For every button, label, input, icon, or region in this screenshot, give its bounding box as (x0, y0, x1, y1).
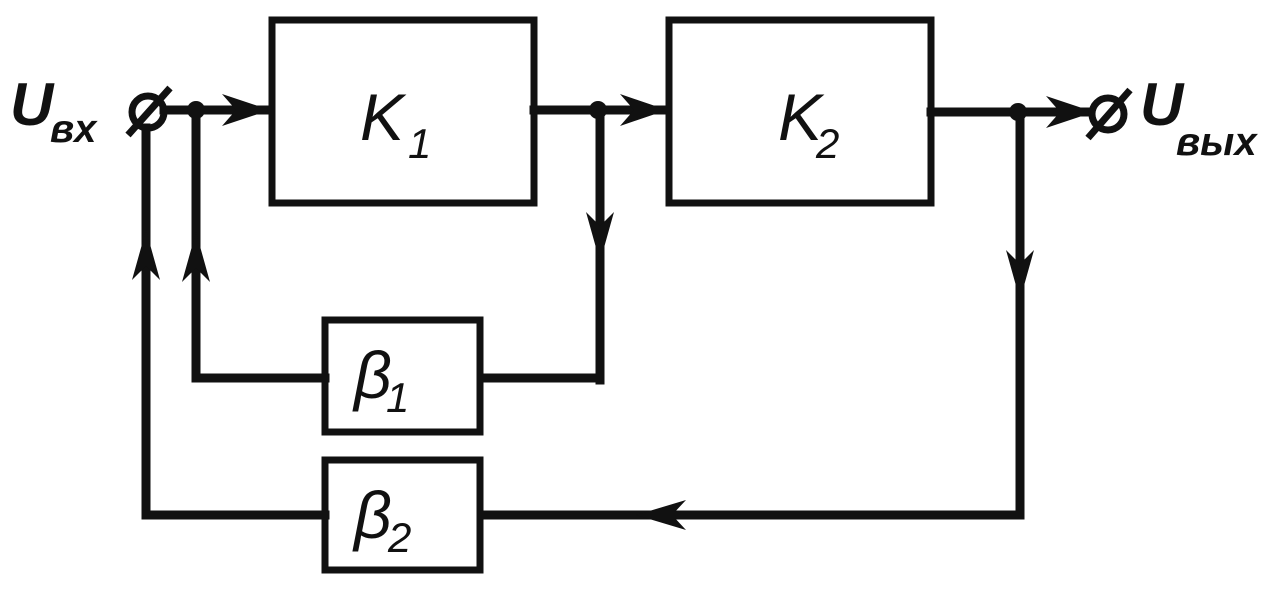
arrow-into-k2 (620, 94, 667, 126)
output-label: U (1140, 71, 1185, 138)
arrow-down-beta1 (586, 212, 614, 262)
block-k2-label: K (778, 80, 825, 154)
arrow-down-beta2 (1006, 250, 1034, 300)
block-beta2-label: β (352, 478, 392, 552)
block-k1-label: K (360, 80, 407, 154)
output-terminal (1085, 87, 1133, 141)
block-beta1-subscript: 1 (386, 374, 409, 421)
block-k1-subscript: 1 (408, 120, 431, 167)
block-k1 (268, 16, 538, 207)
block-k2-subscript: 2 (815, 120, 839, 167)
block-beta1-label: β (352, 338, 392, 412)
arrow-up-beta1 (182, 232, 210, 282)
input-label-subscript: вх (50, 107, 98, 151)
arrow-up-beta2 (132, 230, 160, 280)
input-label: U (10, 71, 55, 138)
output-label-subscript: вых (1176, 120, 1258, 164)
block-beta2 (321, 456, 484, 574)
arrow-to-output (1046, 96, 1094, 128)
arrow-left-beta2 (636, 500, 686, 530)
arrow-into-k1 (222, 94, 270, 126)
block-beta2-subscript: 2 (387, 514, 411, 561)
